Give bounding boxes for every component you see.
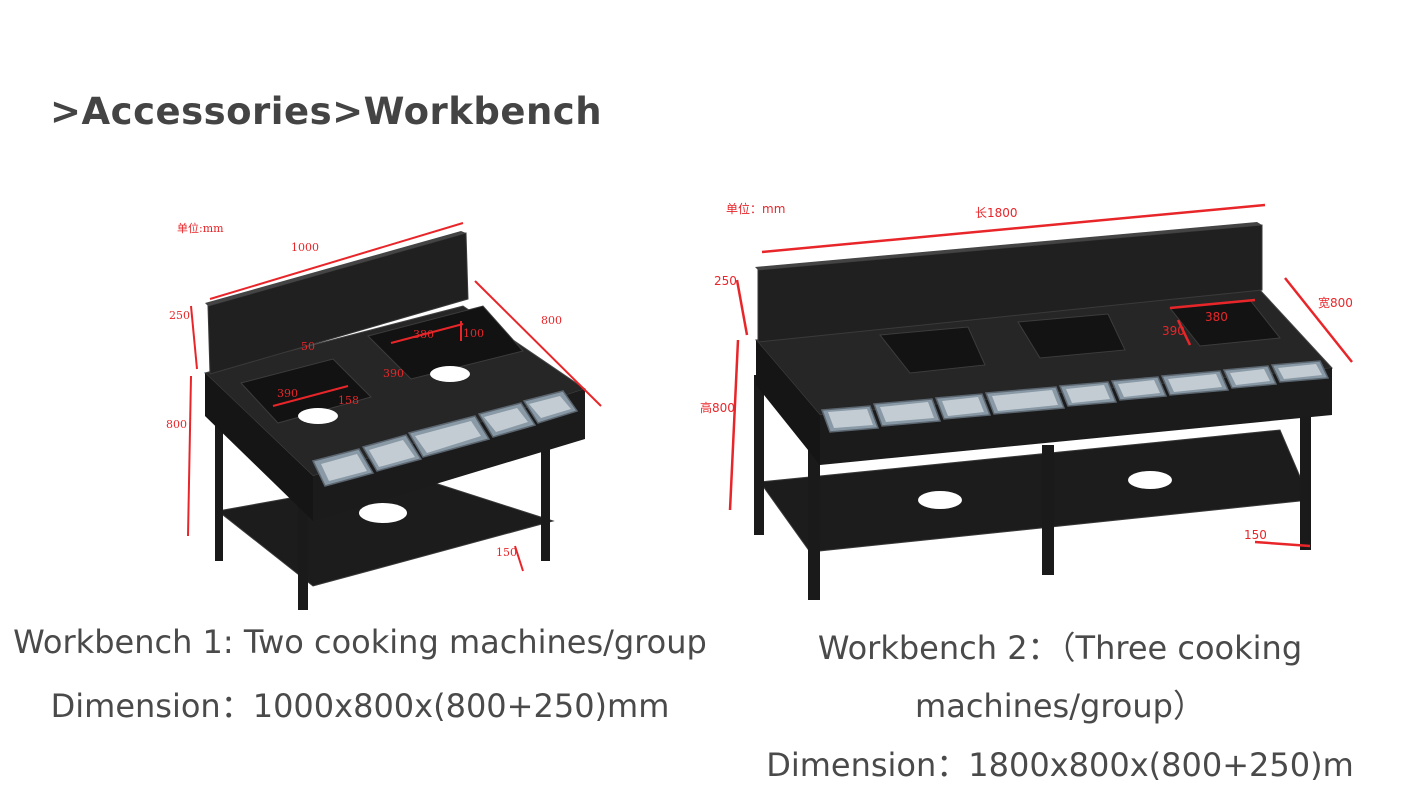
dim-158: 158	[338, 394, 359, 407]
page-title: >Accessories>Workbench	[50, 90, 603, 133]
dim-380: 380	[413, 328, 434, 341]
dim-50: 50	[301, 340, 315, 353]
workbench-2-caption-dimension: Dimension：1800x800x(800+250)m	[766, 746, 1354, 784]
dim-height-2: 高800	[700, 400, 735, 415]
dim-depth-2: 宽800	[1318, 295, 1353, 310]
dim-height: 800	[166, 418, 187, 431]
unit-label-2: 单位：mm	[726, 201, 785, 216]
dim-length-2: 长1800	[975, 206, 1018, 220]
workbench-2-caption-title: Workbench 2：（Three cooking	[817, 629, 1303, 667]
dim-390-b: 390	[277, 387, 298, 400]
dim-390-a: 390	[383, 367, 404, 380]
unit-label: 单位:mm	[177, 221, 224, 235]
workbench-1-caption-dimension: Dimension：1000x800x(800+250)mm	[50, 687, 670, 725]
dim-depth: 800	[541, 314, 562, 327]
workbench-1-drawing: 单位:mm 1000 800 250 800 50 380 100 390 39…	[163, 211, 609, 610]
workbench-1-caption-title: Workbench 1: Two cooking machines/group	[13, 623, 707, 661]
dim-390-2: 390	[1162, 324, 1185, 338]
dim-150-2: 150	[1244, 528, 1267, 542]
dim-100: 100	[463, 327, 484, 340]
dim-length: 1000	[291, 241, 319, 254]
dim-380-2: 380	[1205, 310, 1228, 324]
workbench-2-drawing: 单位：mm 长1800 宽800 250 高800 380 390 150	[700, 190, 1380, 610]
dim-150: 150	[496, 546, 517, 559]
dim-backsplash: 250	[169, 309, 190, 322]
dim-backsplash-2: 250	[714, 274, 737, 288]
workbench-2-caption-subtitle: machines/group）	[915, 687, 1205, 725]
